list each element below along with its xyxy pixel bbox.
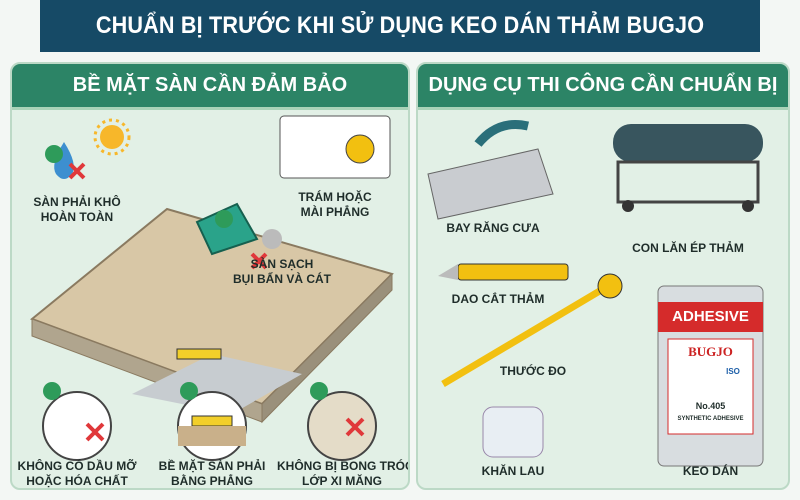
check-icons: [43, 145, 328, 400]
cloth-roll-icon: [482, 406, 544, 458]
page-title: CHUẨN BỊ TRƯỚC KHI SỬ DỤNG KEO DÁN THẢM …: [40, 0, 760, 52]
req-line: KHÔNG CÓ DẦU MỠ: [17, 459, 137, 473]
cracked-cement-inset: [307, 391, 377, 461]
roller-icon: [613, 124, 763, 212]
req-line: BẰNG PHẲNG: [170, 474, 253, 488]
req-line: HOẶC HÓA CHẤT: [26, 474, 128, 488]
can-desc: SYNTHETIC ADHESIVE: [677, 416, 744, 422]
req-line: TRÁM HOẶC: [298, 190, 372, 204]
floor-requirements-heading: BỀ MẶT SÀN CẦN ĐẢM BẢO: [12, 64, 408, 110]
tools-illustration: [427, 120, 764, 467]
req-line: KHÔNG BỊ BONG TRÓC: [277, 459, 410, 473]
tool-label: CON LĂN ÉP THẢM: [632, 241, 744, 255]
spirit-level-icon: [176, 348, 222, 360]
req-line: SÀN SẠCH: [250, 257, 314, 271]
req-line: HOÀN TOÀN: [40, 210, 114, 224]
tool-label: BAY RĂNG CƯA: [446, 221, 540, 235]
tools-panel: DỤNG CỤ THI CÔNG CẦN CHUẨN BỊ BAY RĂNG C…: [416, 62, 790, 490]
can-band: ADHESIVE: [672, 308, 749, 325]
req-line: BỀ MẶT SÀN PHẢI: [158, 459, 266, 473]
can-brand: BUGJO: [688, 344, 733, 359]
tool-label: DAO CẮT THẢM: [451, 292, 545, 306]
can-cert: ISO: [726, 367, 740, 376]
sun-icon: [93, 118, 131, 156]
tools-heading: DỤNG CỤ THI CÔNG CẦN CHUẨN BỊ: [418, 64, 788, 110]
req-line: SÀN PHẢI KHÔ: [33, 195, 121, 209]
req-line: LỚP XI MĂNG: [301, 474, 383, 488]
grinder-icon: [345, 134, 375, 164]
tool-label: KEO DÁN: [682, 464, 739, 478]
tape-measure-icon: [441, 273, 623, 388]
can-model: No.405: [695, 401, 726, 411]
tool-label: KHĂN LAU: [481, 464, 545, 478]
utility-knife-icon: [438, 263, 569, 281]
dustpan-icon: [195, 202, 259, 256]
floor-illustration: [30, 115, 394, 461]
req-line: MÀI PHẲNG: [300, 205, 370, 219]
adhesive-can-icon: [657, 285, 764, 467]
cross-icons: [68, 162, 365, 442]
trowel-icon: [427, 120, 554, 220]
dust-pile-icon: [262, 229, 282, 249]
tool-label: THƯỚC ĐO: [499, 364, 567, 378]
req-line: BỤI BẨN VÀ CÁT: [233, 272, 331, 286]
oil-chemical-inset: [42, 391, 112, 461]
